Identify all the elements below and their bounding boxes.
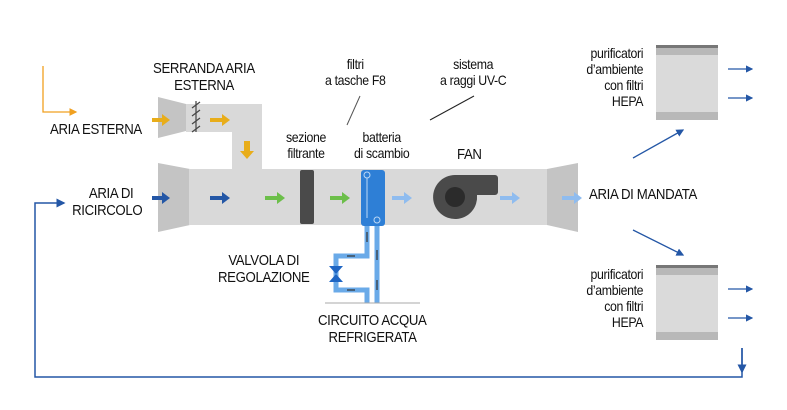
label-line: SERRANDA ARIA — [153, 60, 255, 77]
filtri-leader-line — [346, 95, 361, 126]
heat-exchange-coil — [361, 170, 385, 226]
label-fan: FAN — [457, 146, 482, 163]
label-aria-esterna: ARIA ESTERNA — [50, 121, 142, 138]
label-line: con filtri — [604, 77, 644, 93]
label-sezione-filtrante: sezione filtrante — [286, 129, 326, 161]
arrow-recirc-2 — [210, 192, 230, 204]
purifier-bottom-icon — [656, 265, 718, 340]
label-serranda-aria-esterna: SERRANDA ARIA ESTERNA — [153, 60, 255, 94]
chilled-water-piping — [333, 226, 380, 303]
label-line: VALVOLA DI — [228, 252, 300, 269]
label-batteria-scambio: batteria di scambio — [354, 129, 410, 161]
label-line: sezione — [286, 129, 327, 145]
uv-leader-line — [429, 95, 475, 121]
label-line: REFRIGERATA — [328, 329, 417, 346]
label-line: a tasche F8 — [325, 72, 386, 88]
damper-icon — [191, 101, 201, 133]
arrow-outside-down — [240, 141, 254, 159]
label-line: purificatori — [590, 266, 644, 282]
airflow-arrows — [152, 114, 582, 204]
label-line: con filtri — [604, 298, 644, 314]
label-line: CIRCUITO ACQUA — [318, 312, 427, 329]
arrow-cooled-1 — [392, 192, 412, 204]
label-circuito-acqua: CIRCUITO ACQUA REFRIGERATA — [318, 312, 427, 346]
outside-air-legend-arrow — [42, 66, 78, 116]
label-valvola-regolazione: VALVOLA DI REGOLAZIONE — [218, 252, 310, 286]
label-aria-ricircolo: ARIA DI RICIRCOLO — [72, 185, 143, 219]
arrow-mixed-1 — [265, 192, 285, 204]
label-line: REGOLAZIONE — [218, 269, 310, 286]
arrow-outside-2 — [210, 114, 230, 126]
filter-section — [300, 170, 314, 224]
label-line: d’ambiente — [586, 282, 644, 298]
label-line: sistema — [453, 56, 494, 72]
label-filtri-tasche: filtri a tasche F8 — [325, 56, 386, 88]
outside-air-inlet — [158, 97, 186, 138]
arrow-cooled-2 — [500, 192, 520, 204]
label-line: ESTERNA — [174, 77, 235, 94]
label-line: RICIRCOLO — [72, 202, 143, 219]
arrow-mixed-2 — [330, 192, 350, 204]
fan-icon — [433, 175, 498, 219]
label-line: HEPA — [611, 314, 644, 330]
purifier-top-feed-arrow — [632, 129, 685, 159]
arrow-outside-1 — [152, 114, 170, 126]
label-line: batteria — [362, 129, 402, 145]
label-sistema-uv: sistema a raggi UV-C — [440, 56, 507, 88]
label-line: purificatori — [590, 45, 644, 61]
label-line: a raggi UV-C — [440, 72, 507, 88]
purifier-top-icon — [656, 45, 718, 120]
label-purificatori-top: purificatori d’ambiente con filtri HEPA — [571, 45, 643, 109]
label-line: filtri — [346, 56, 364, 72]
label-line: HEPA — [611, 93, 644, 109]
label-purificatori-bottom: purificatori d’ambiente con filtri HEPA — [571, 266, 643, 330]
arrow-cooled-3 — [562, 192, 582, 204]
purifier-bottom-feed-arrow — [632, 229, 685, 256]
label-line: d’ambiente — [586, 61, 644, 77]
arrow-recirc-1 — [152, 192, 170, 204]
regulation-valve-icon — [329, 266, 343, 282]
label-line: di scambio — [354, 145, 410, 161]
label-line: ARIA DI — [88, 185, 134, 202]
label-aria-mandata: ARIA DI MANDATA — [589, 186, 697, 203]
label-line: filtrante — [287, 145, 325, 161]
recirculation-inlet — [158, 163, 190, 232]
